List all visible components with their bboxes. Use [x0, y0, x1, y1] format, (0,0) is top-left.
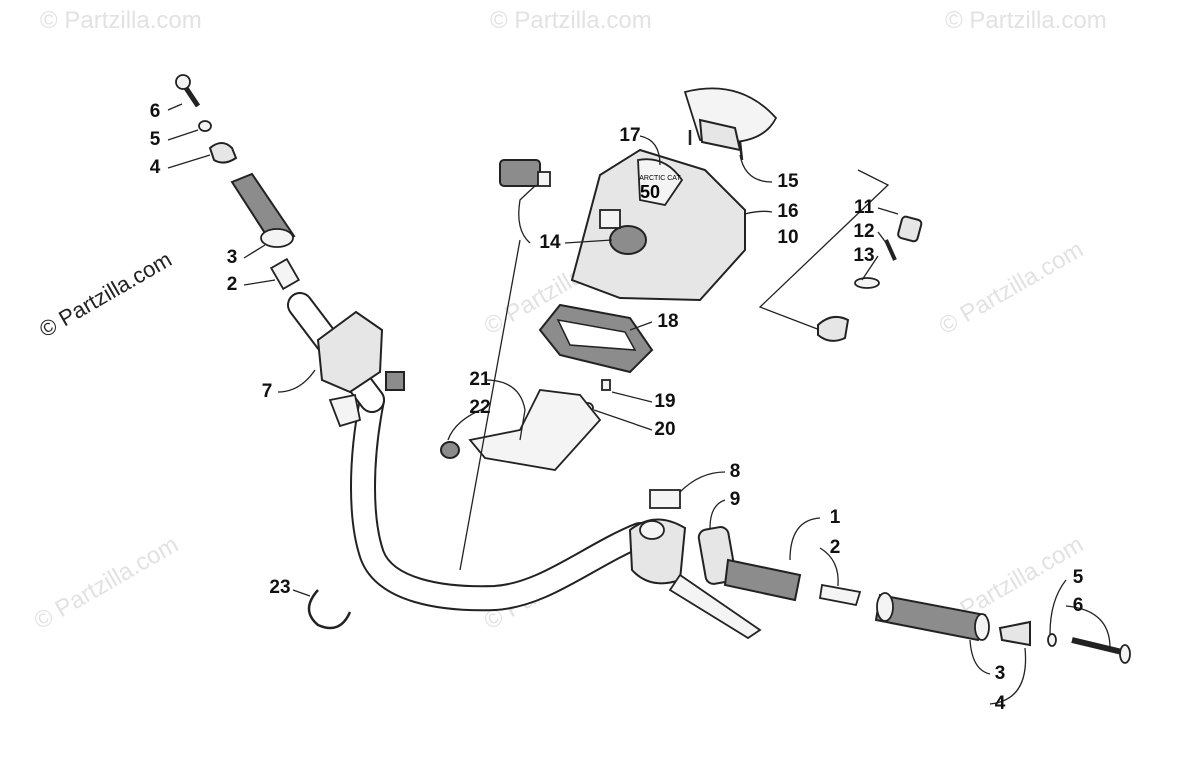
snap-ring [307, 589, 352, 630]
callout-3-left: 3 [227, 247, 238, 268]
callout-8: 8 [730, 461, 741, 482]
callout-12: 12 [853, 221, 874, 242]
callout-17: 17 [619, 125, 640, 146]
callout-6-right: 6 [1073, 595, 1084, 616]
instrument-pod: ARCTIC CAT 50 [570, 148, 746, 302]
callout-7: 7 [262, 381, 273, 402]
callout-16: 16 [777, 201, 798, 222]
callout-6-left: 6 [150, 101, 161, 122]
watermark-main: © Partzilla.com [35, 247, 176, 343]
callout-13: 13 [853, 245, 874, 266]
right-grip-parts [723, 558, 1131, 664]
callout-15: 15 [777, 171, 799, 192]
callout-1: 1 [830, 507, 841, 528]
callout-23: 23 [269, 577, 290, 598]
watermark: © Partzilla.com [490, 7, 652, 34]
callout-18: 18 [657, 311, 678, 332]
watermark: © Partzilla.com [40, 7, 202, 34]
callout-22: 22 [469, 397, 490, 418]
bezel [538, 303, 654, 374]
callout-11: 11 [854, 197, 875, 218]
bracket [440, 389, 602, 471]
callout-2-right: 2 [830, 537, 841, 558]
key-switch-group [758, 169, 923, 342]
decal-number: 50 [640, 182, 660, 202]
callout-2-left: 2 [227, 274, 238, 295]
callout-9: 9 [730, 489, 741, 510]
speedometer [683, 87, 778, 161]
power-socket [499, 159, 551, 187]
callout-5-left: 5 [150, 129, 161, 150]
watermark: © Partzilla.com [30, 531, 184, 635]
callout-19: 19 [654, 391, 675, 412]
callouts: 6 5 4 3 2 7 23 21 22 19 20 18 17 15 16 1… [150, 101, 1084, 714]
callout-5-right: 5 [1073, 567, 1084, 588]
callout-21: 21 [469, 369, 491, 390]
left-grip-parts [175, 74, 405, 428]
callout-3-right: 3 [995, 663, 1006, 684]
leader-lines [167, 103, 1111, 705]
watermark: © Partzilla.com [945, 7, 1107, 34]
decal-brand: ARCTIC CAT [639, 175, 681, 182]
callout-4-right: 4 [995, 693, 1006, 714]
callout-20: 20 [654, 419, 675, 440]
throttle-assembly [628, 489, 762, 640]
watermark: © Partzilla.com [935, 236, 1089, 340]
callout-4-left: 4 [150, 157, 161, 178]
callout-14: 14 [539, 232, 561, 253]
callout-10: 10 [777, 227, 798, 248]
fastener [601, 379, 611, 391]
